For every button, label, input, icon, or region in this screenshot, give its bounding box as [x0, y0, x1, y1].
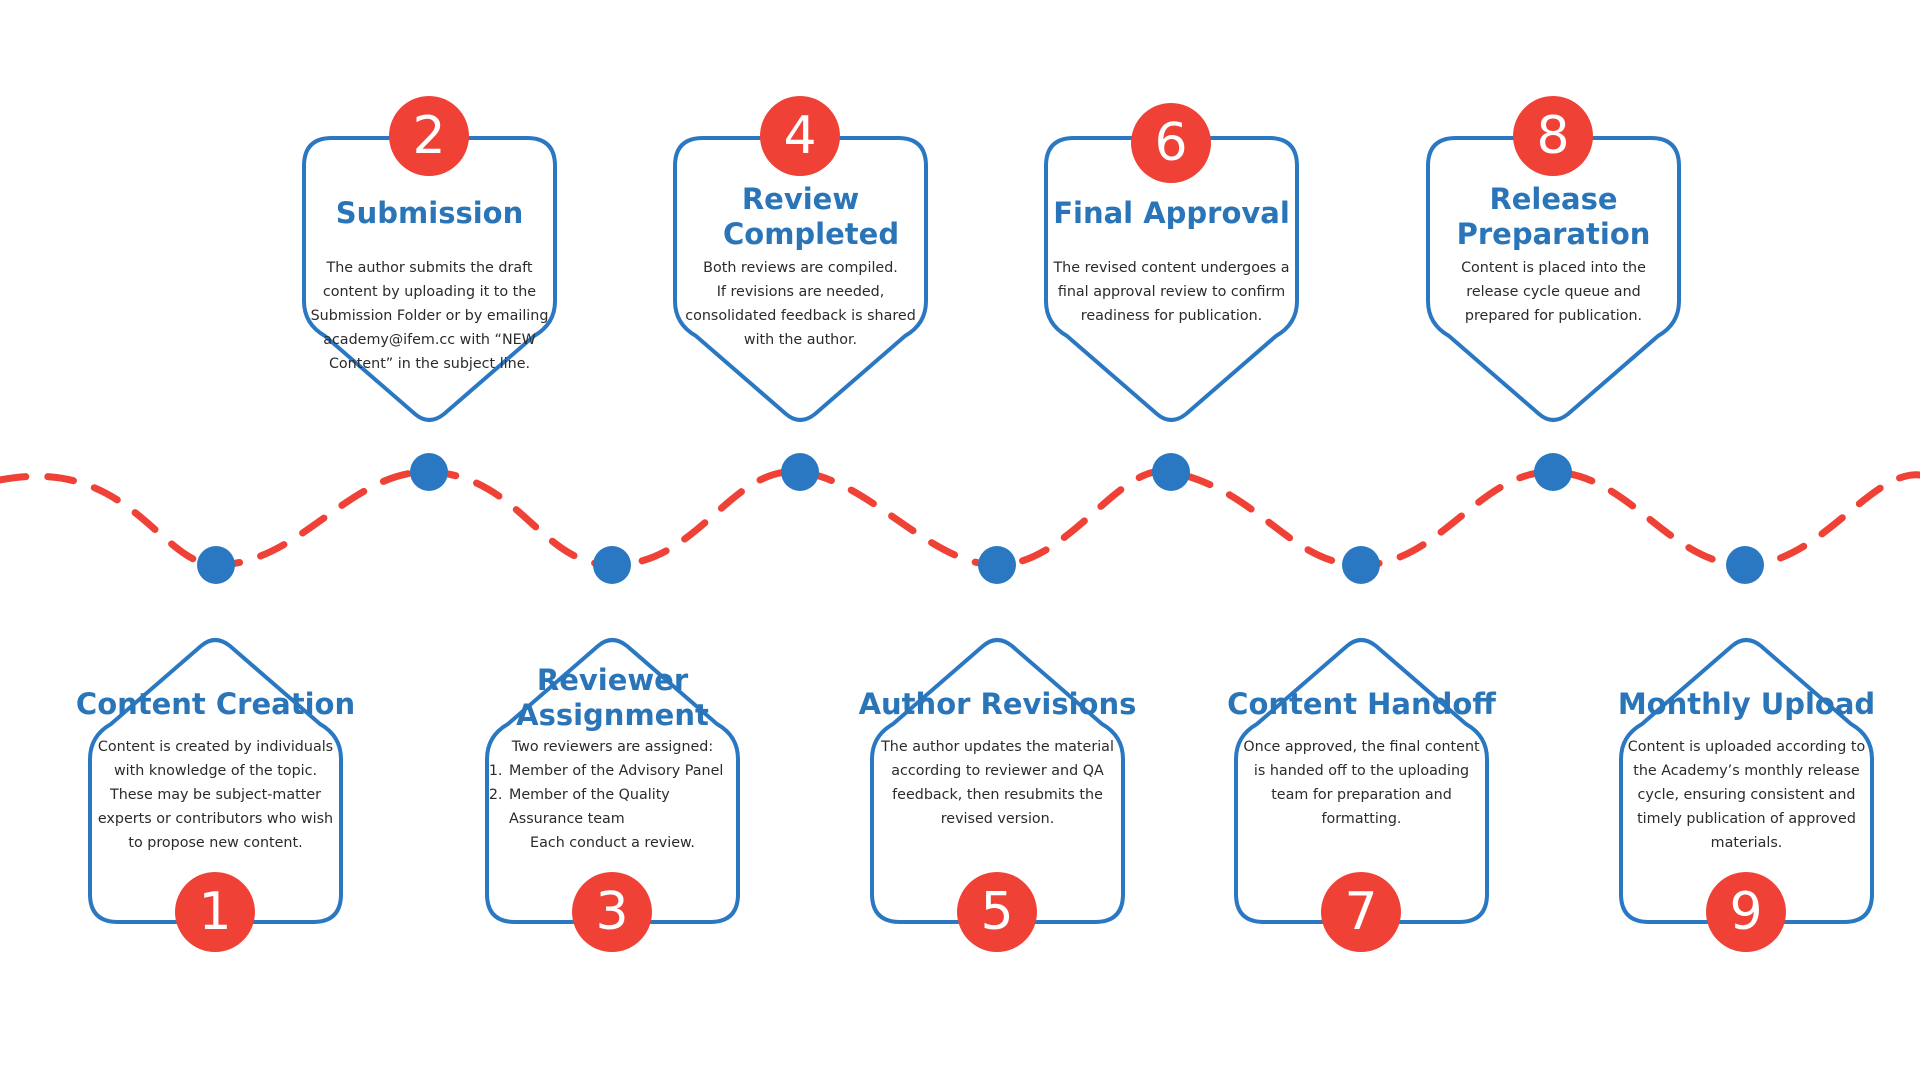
- step-title: Review Completed: [723, 182, 900, 251]
- card-shape: [870, 638, 1125, 924]
- step-number-badge: 1: [175, 872, 255, 952]
- step-title: Final Approval: [1053, 196, 1290, 230]
- step-card-4: Review Completed Both reviews are compil…: [673, 96, 928, 423]
- timeline-node-6: [1152, 453, 1190, 491]
- timeline-node-5: [978, 546, 1016, 584]
- step-card-3: Reviewer Assignment Two reviewers are as…: [485, 637, 740, 952]
- step-description: The author submits the draft content by …: [310, 260, 549, 372]
- step-title: Reviewer Assignment: [516, 663, 709, 732]
- step-number-badge: 8: [1513, 96, 1593, 176]
- step-number-badge: 5: [957, 872, 1037, 952]
- timeline-node-3: [593, 546, 631, 584]
- step-title: Submission: [335, 196, 524, 230]
- card-shape: [1234, 638, 1489, 924]
- timeline-node-4: [781, 453, 819, 491]
- step-description: Content is placed into the release cycle…: [1461, 260, 1646, 324]
- desc-line: If revisions are needed, consolidated fe…: [685, 284, 916, 348]
- timeline-node-8: [1534, 453, 1572, 491]
- step-title: Content Creation: [75, 687, 356, 721]
- timeline-node-1: [197, 546, 235, 584]
- card-shape: [485, 638, 740, 924]
- step-card-8: Release Preparation Content is placed in…: [1426, 96, 1681, 423]
- step-description: Once approved, the final content is hand…: [1243, 739, 1480, 827]
- step-description: Both reviews are compiled. If revisions …: [681, 256, 920, 352]
- step-card-6: Final Approval The revised content under…: [1044, 103, 1299, 423]
- step-title: Release Preparation: [1456, 182, 1651, 251]
- timeline-node-7: [1342, 546, 1380, 584]
- desc-outro: Each conduct a review.: [530, 835, 695, 851]
- step-description: Two reviewers are assigned: Member of th…: [493, 735, 732, 855]
- step-card-5: Author Revisions The author updates the …: [859, 637, 1136, 952]
- card-shape: [88, 638, 343, 924]
- step-title: Content Handoff: [1227, 687, 1496, 721]
- card-shape: [1619, 638, 1874, 924]
- dashed-timeline-path: [0, 467, 1920, 569]
- step-card-2: Submission The author submits the draft …: [302, 96, 557, 423]
- step-title: Author Revisions: [858, 687, 1137, 721]
- list-item: Member of the Advisory Panel: [507, 759, 732, 783]
- card-shape: [673, 136, 928, 422]
- step-number-badge: 2: [389, 96, 469, 176]
- list-item: Member of the Quality Assurance team: [507, 783, 732, 831]
- step-number-badge: 3: [572, 872, 652, 952]
- step-description: Content is uploaded according to the Aca…: [1627, 739, 1866, 851]
- step-title: Monthly Upload: [1617, 687, 1876, 721]
- desc-intro: Two reviewers are assigned:: [511, 739, 714, 755]
- step-description: Content is created by individuals with k…: [97, 739, 334, 851]
- step-number-badge: 7: [1321, 872, 1401, 952]
- timeline-node-2: [410, 453, 448, 491]
- desc-line: Both reviews are compiled.: [703, 260, 898, 276]
- step-card-7: Content Handoff Once approved, the final…: [1227, 637, 1496, 952]
- step-number-badge: 4: [760, 96, 840, 176]
- step-description: The author updates the material accordin…: [881, 739, 1114, 827]
- step-number-badge: 6: [1131, 103, 1211, 183]
- card-shape: [1426, 136, 1681, 422]
- card-shape: [1044, 136, 1299, 422]
- step-description: The revised content undergoes a final ap…: [1053, 260, 1290, 324]
- card-shape: [302, 136, 557, 422]
- step-card-9: Monthly Upload Content is uploaded accor…: [1618, 637, 1875, 952]
- timeline-node-9: [1726, 546, 1764, 584]
- step-card-1: Content Creation Content is created by i…: [76, 637, 355, 952]
- reviewer-list: Member of the Advisory Panel Member of t…: [493, 759, 732, 831]
- step-number-badge: 9: [1706, 872, 1786, 952]
